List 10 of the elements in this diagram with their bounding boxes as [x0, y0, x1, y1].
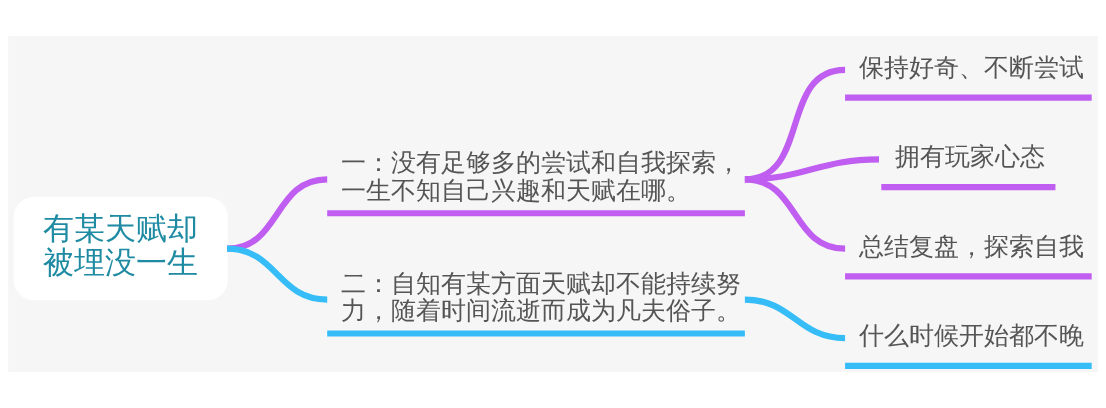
node-text: 什么时候开始都不晚 [858, 320, 1084, 350]
node-text: 保持好奇、不断尝试 [858, 52, 1084, 82]
node-text: 二：自知有某方面天赋却不能持续努力，随着时间流逝而成为凡夫俗子。 [341, 268, 742, 326]
connector [744, 296, 846, 342]
connector [744, 176, 846, 252]
node-text: 拥有玩家心态 [895, 142, 1046, 172]
node-box: 有某天赋却被埋没一生 [13, 197, 228, 301]
connector [226, 245, 328, 303]
node-text: 一：没有足够多的尝试和自我探索，一生不知自己兴趣和天赋在哪。 [341, 148, 742, 206]
node-text: 总结复盘，探索自我 [858, 231, 1084, 261]
